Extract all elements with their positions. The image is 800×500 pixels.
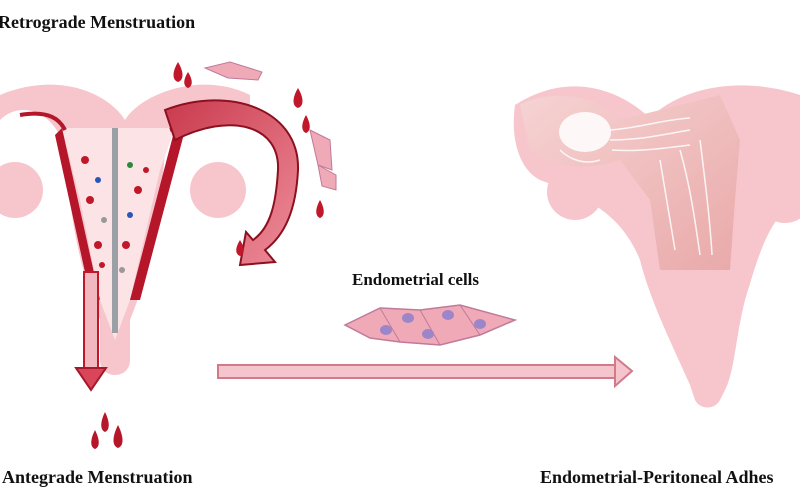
endometrial-cells-label: Endometrial cells xyxy=(352,270,480,289)
cavity-cells xyxy=(81,156,149,273)
right-ovary-right xyxy=(757,167,800,223)
floating-endometrial-cells xyxy=(203,61,337,191)
left-ovary-right xyxy=(190,162,246,218)
retrograde-menstruation-label: Retrograde Menstruation xyxy=(0,12,196,32)
adhesion-fibers xyxy=(559,117,713,256)
catheter xyxy=(112,128,118,333)
adhesion-fiber-mass xyxy=(559,112,611,152)
left-uterus xyxy=(0,84,250,376)
antegrade-menstruation-label: Antegrade Menstruation xyxy=(2,467,193,487)
adhesion-label: Endometrial-Peritoneal Adhes xyxy=(540,467,774,487)
endometrial-cells-cluster xyxy=(343,304,518,346)
progression-arrow xyxy=(217,354,634,389)
endometrium-left xyxy=(55,128,100,300)
endometrium-right xyxy=(130,128,185,300)
antegrade-arrow xyxy=(74,271,108,392)
left-ovary-left xyxy=(0,162,43,218)
right-uterus xyxy=(513,85,800,408)
right-ovary-left xyxy=(547,164,603,220)
uterine-cavity xyxy=(62,128,175,340)
blood-droplets-top xyxy=(173,62,324,256)
blood-droplets-bottom xyxy=(91,412,123,449)
retrograde-arrow xyxy=(163,99,300,267)
